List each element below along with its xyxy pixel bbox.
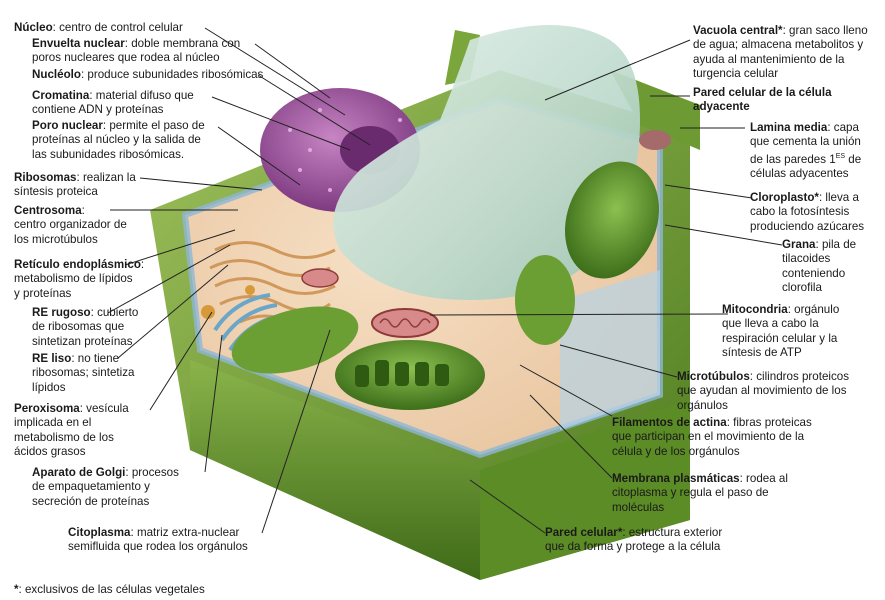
grana	[355, 360, 449, 387]
central-vacuole	[333, 25, 640, 300]
membrane-region	[560, 270, 660, 430]
chloroplast-right	[564, 161, 660, 279]
mitochondrion	[371, 308, 439, 338]
chloroplast-left	[231, 306, 359, 374]
mitochondrion-top	[639, 130, 671, 150]
nuclear-pores	[288, 108, 402, 192]
footnote: *: exclusivos de las células vegetales	[14, 583, 205, 596]
peroxisome	[201, 305, 215, 319]
leader-lines	[107, 27, 783, 534]
vesicle	[245, 285, 255, 295]
mitochondrion-cristae	[379, 318, 431, 328]
cell-wall-front	[190, 360, 480, 580]
label-nucleo: Núcleo: centro de control celular	[14, 21, 183, 34]
label-reticulo: Retículo endoplásmico:metabolismo de líp…	[14, 258, 145, 300]
mitochondrion-small	[301, 268, 339, 288]
chloroplast-side	[515, 255, 575, 345]
chloroplast	[335, 340, 485, 410]
cell-wall-right	[480, 400, 690, 580]
label-nucleolo: Nucléolo: produce subunidades ribosómica…	[32, 68, 264, 81]
